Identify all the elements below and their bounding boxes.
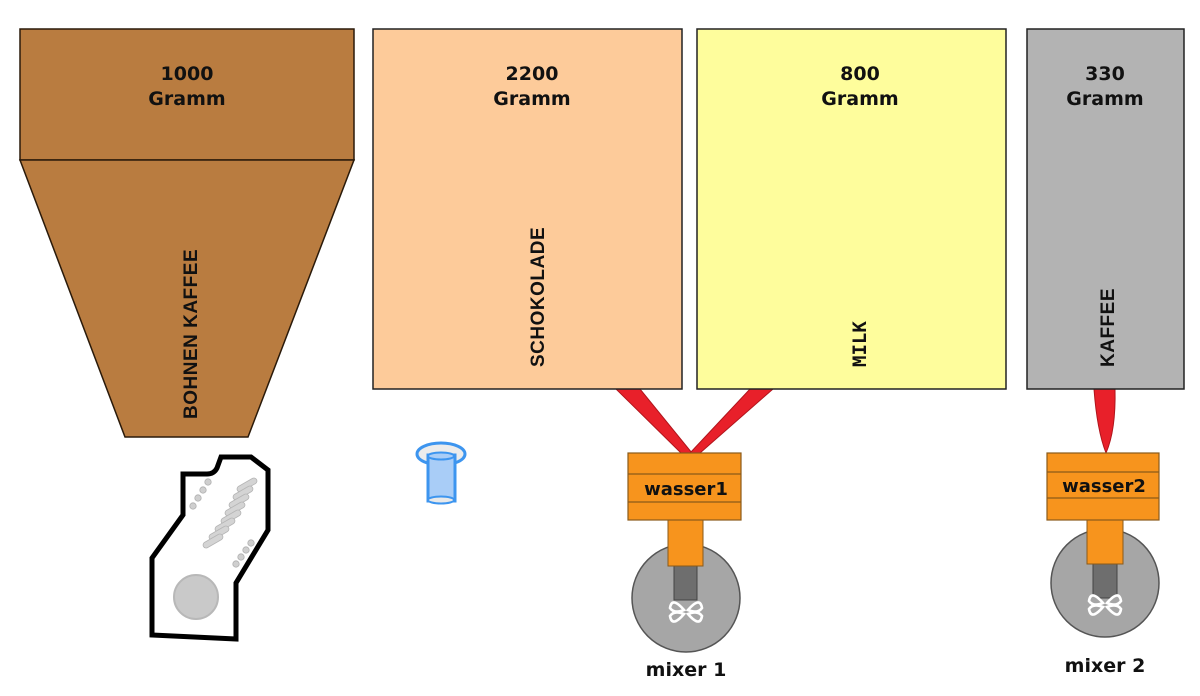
mixer-1-label: mixer 1: [646, 659, 727, 681]
kaffee-unit: Gramm: [1066, 88, 1143, 110]
wasser2-label: wasser2: [1062, 476, 1146, 497]
mixer-2-neck: [1086, 519, 1124, 565]
grinder-indicator-dots-top: [189, 478, 212, 510]
mixer-1-neck: [667, 519, 704, 567]
wasser2-unit[interactable]: wasser2: [1046, 452, 1160, 521]
schokolade-container[interactable]: 2200 Gramm SCHOKOLADE: [372, 28, 683, 390]
pipe-milk-to-wasser1: [688, 388, 775, 454]
mixer-1-assembly[interactable]: wasser1 mixer 1: [627, 452, 742, 681]
mixer-2-shaft: [1092, 559, 1118, 599]
grinder-panel[interactable]: [149, 454, 271, 642]
bean-hopper-unit: Gramm: [148, 88, 225, 110]
schokolade-label: SCHOKOLADE: [528, 227, 549, 367]
milk-label: MILK: [849, 321, 871, 367]
milk-unit: Gramm: [821, 88, 898, 110]
schokolade-unit: Gramm: [493, 88, 570, 110]
bean-hopper-label: BOHNEN KAFFEE: [181, 249, 202, 419]
grinder-knob[interactable]: [173, 574, 219, 620]
wasser1-unit[interactable]: wasser1: [627, 452, 742, 521]
grinder-vent-slots: [202, 477, 258, 549]
bean-hopper-funnel: [18, 159, 356, 438]
milk-container[interactable]: 800 Gramm MILK: [696, 28, 1007, 390]
kaffee-amount: 330: [1085, 63, 1125, 85]
pipe-kaffee-to-wasser2: [1093, 388, 1116, 455]
pipe-schokolade-to-wasser1: [614, 388, 694, 454]
bean-hopper-top: [19, 28, 355, 161]
kaffee-label: KAFFEE: [1098, 288, 1119, 367]
cup-icon: [415, 441, 467, 505]
milk-amount: 800: [840, 63, 880, 85]
mixer-1-blade-icon: [668, 601, 704, 623]
mixer-2-label: mixer 2: [1065, 655, 1146, 677]
bean-hopper-amount: 1000: [161, 63, 214, 85]
wasser1-label: wasser1: [644, 479, 728, 500]
bean-hopper[interactable]: 1000 Gramm BOHNEN KAFFEE: [18, 28, 356, 438]
grinder-indicator-dots-bottom: [232, 539, 255, 568]
mixer-2-blade-icon: [1087, 594, 1123, 616]
mixer-2-assembly[interactable]: wasser2 mixer 2: [1046, 452, 1160, 677]
pipes: [614, 388, 1116, 455]
schokolade-amount: 2200: [506, 63, 559, 85]
kaffee-container[interactable]: 330 Gramm KAFFEE: [1026, 28, 1185, 390]
